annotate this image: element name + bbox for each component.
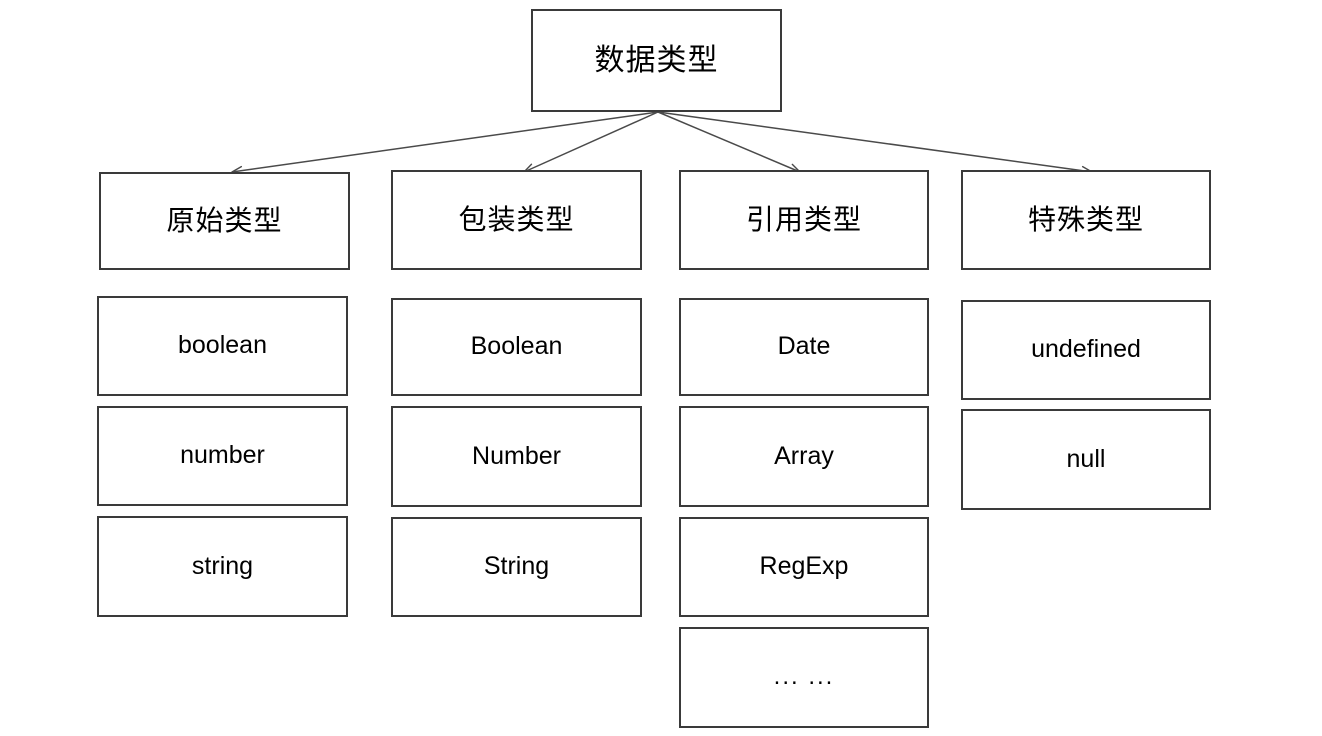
edge-root-to-special bbox=[657, 111, 1093, 176]
node-category-special[interactable]: 特殊类型 bbox=[961, 170, 1211, 270]
node-category-label: 原始类型 bbox=[166, 204, 283, 236]
node-leaf-undefined[interactable]: undefined bbox=[961, 300, 1211, 400]
node-root-label: 数据类型 bbox=[594, 44, 719, 77]
node-leaf-boolean[interactable]: boolean bbox=[97, 296, 348, 396]
node-leaf-null[interactable]: null bbox=[961, 409, 1211, 510]
node-leaf-Date[interactable]: Date bbox=[679, 298, 929, 396]
node-leaf-label: Array bbox=[774, 441, 834, 470]
node-leaf-label: String bbox=[483, 552, 550, 581]
node-category-label: 包装类型 bbox=[458, 203, 575, 235]
node-leaf-label: RegExp bbox=[759, 552, 849, 581]
node-category-reference[interactable]: 引用类型 bbox=[679, 170, 929, 270]
node-leaf-label: undefined bbox=[1031, 335, 1141, 364]
node-leaf-Number[interactable]: Number bbox=[391, 406, 642, 507]
edge-root-to-primitive bbox=[231, 111, 659, 176]
node-leaf-ellipsis[interactable]: ... ... bbox=[679, 627, 929, 728]
node-leaf-label: null bbox=[1066, 444, 1106, 473]
node-leaf-label: boolean bbox=[178, 331, 267, 360]
node-category-wrapper[interactable]: 包装类型 bbox=[391, 170, 642, 270]
edge-root-to-reference bbox=[657, 111, 801, 173]
node-leaf-Array[interactable]: Array bbox=[679, 406, 929, 507]
node-category-label: 引用类型 bbox=[745, 203, 862, 235]
node-leaf-label: ... ... bbox=[773, 663, 835, 691]
node-root[interactable]: 数据类型 bbox=[531, 9, 782, 112]
node-leaf-label: Date bbox=[777, 332, 831, 361]
node-leaf-label: Boolean bbox=[470, 332, 563, 361]
node-leaf-label: number bbox=[180, 441, 265, 470]
node-leaf-number[interactable]: number bbox=[97, 406, 348, 506]
node-leaf-RegExp[interactable]: RegExp bbox=[679, 517, 929, 617]
node-category-label: 特殊类型 bbox=[1027, 203, 1144, 235]
node-category-primitive[interactable]: 原始类型 bbox=[99, 172, 350, 270]
tree-edges bbox=[231, 111, 1093, 176]
node-leaf-string[interactable]: string bbox=[97, 516, 348, 617]
node-leaf-label: Number bbox=[472, 441, 561, 470]
node-leaf-String[interactable]: String bbox=[391, 517, 642, 617]
node-leaf-Boolean[interactable]: Boolean bbox=[391, 298, 642, 396]
edge-root-to-wrapper bbox=[523, 111, 659, 173]
node-leaf-label: string bbox=[191, 551, 254, 580]
